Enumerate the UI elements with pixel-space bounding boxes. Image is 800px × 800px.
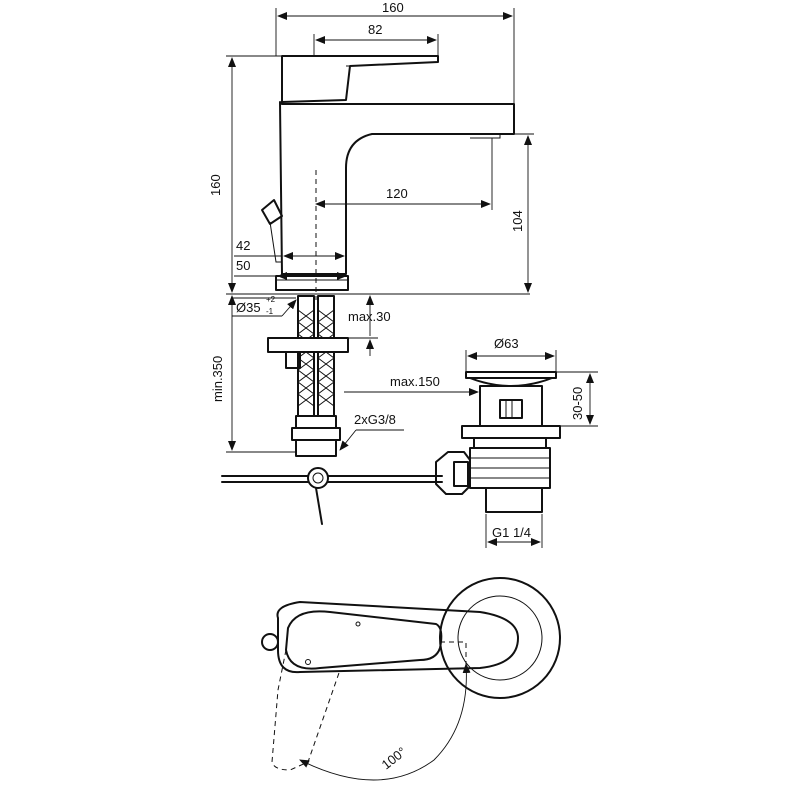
dim-waste-height: 30-50	[570, 387, 585, 420]
hoses-assembly	[221, 295, 443, 525]
dim-rod-length: max.150	[390, 374, 440, 389]
dim-spout-height: 104	[510, 210, 525, 232]
dim-hole-tol-minus: -1	[266, 307, 274, 316]
dim-overall-height: 160	[208, 174, 223, 196]
faucet-elevation	[261, 55, 530, 295]
dim-handle-length: 82	[368, 22, 382, 37]
dim-max-thickness: max.30	[348, 309, 391, 324]
dim-body-width: 42	[236, 238, 250, 253]
dim-waste-diameter: Ø63	[494, 336, 519, 351]
rotation-angle-label: 100°	[379, 744, 409, 772]
dim-waste-thread: G1 1/4	[492, 525, 531, 540]
dim-spout-reach: 120	[386, 186, 408, 201]
waste-assembly	[435, 371, 561, 513]
dim-hole-tol-plus: +2	[266, 295, 276, 304]
dim-base-width: 50	[236, 258, 250, 273]
dim-connection: 2xG3/8	[354, 412, 396, 427]
dimensions: 160 82 160 120 104 42 50 Ø35 +	[208, 0, 598, 548]
plan-view: 100°	[261, 577, 561, 781]
dim-hose-length: min.350	[210, 356, 225, 402]
dim-overall-width: 160	[382, 0, 404, 15]
dim-hole-diameter: Ø35	[236, 300, 261, 315]
